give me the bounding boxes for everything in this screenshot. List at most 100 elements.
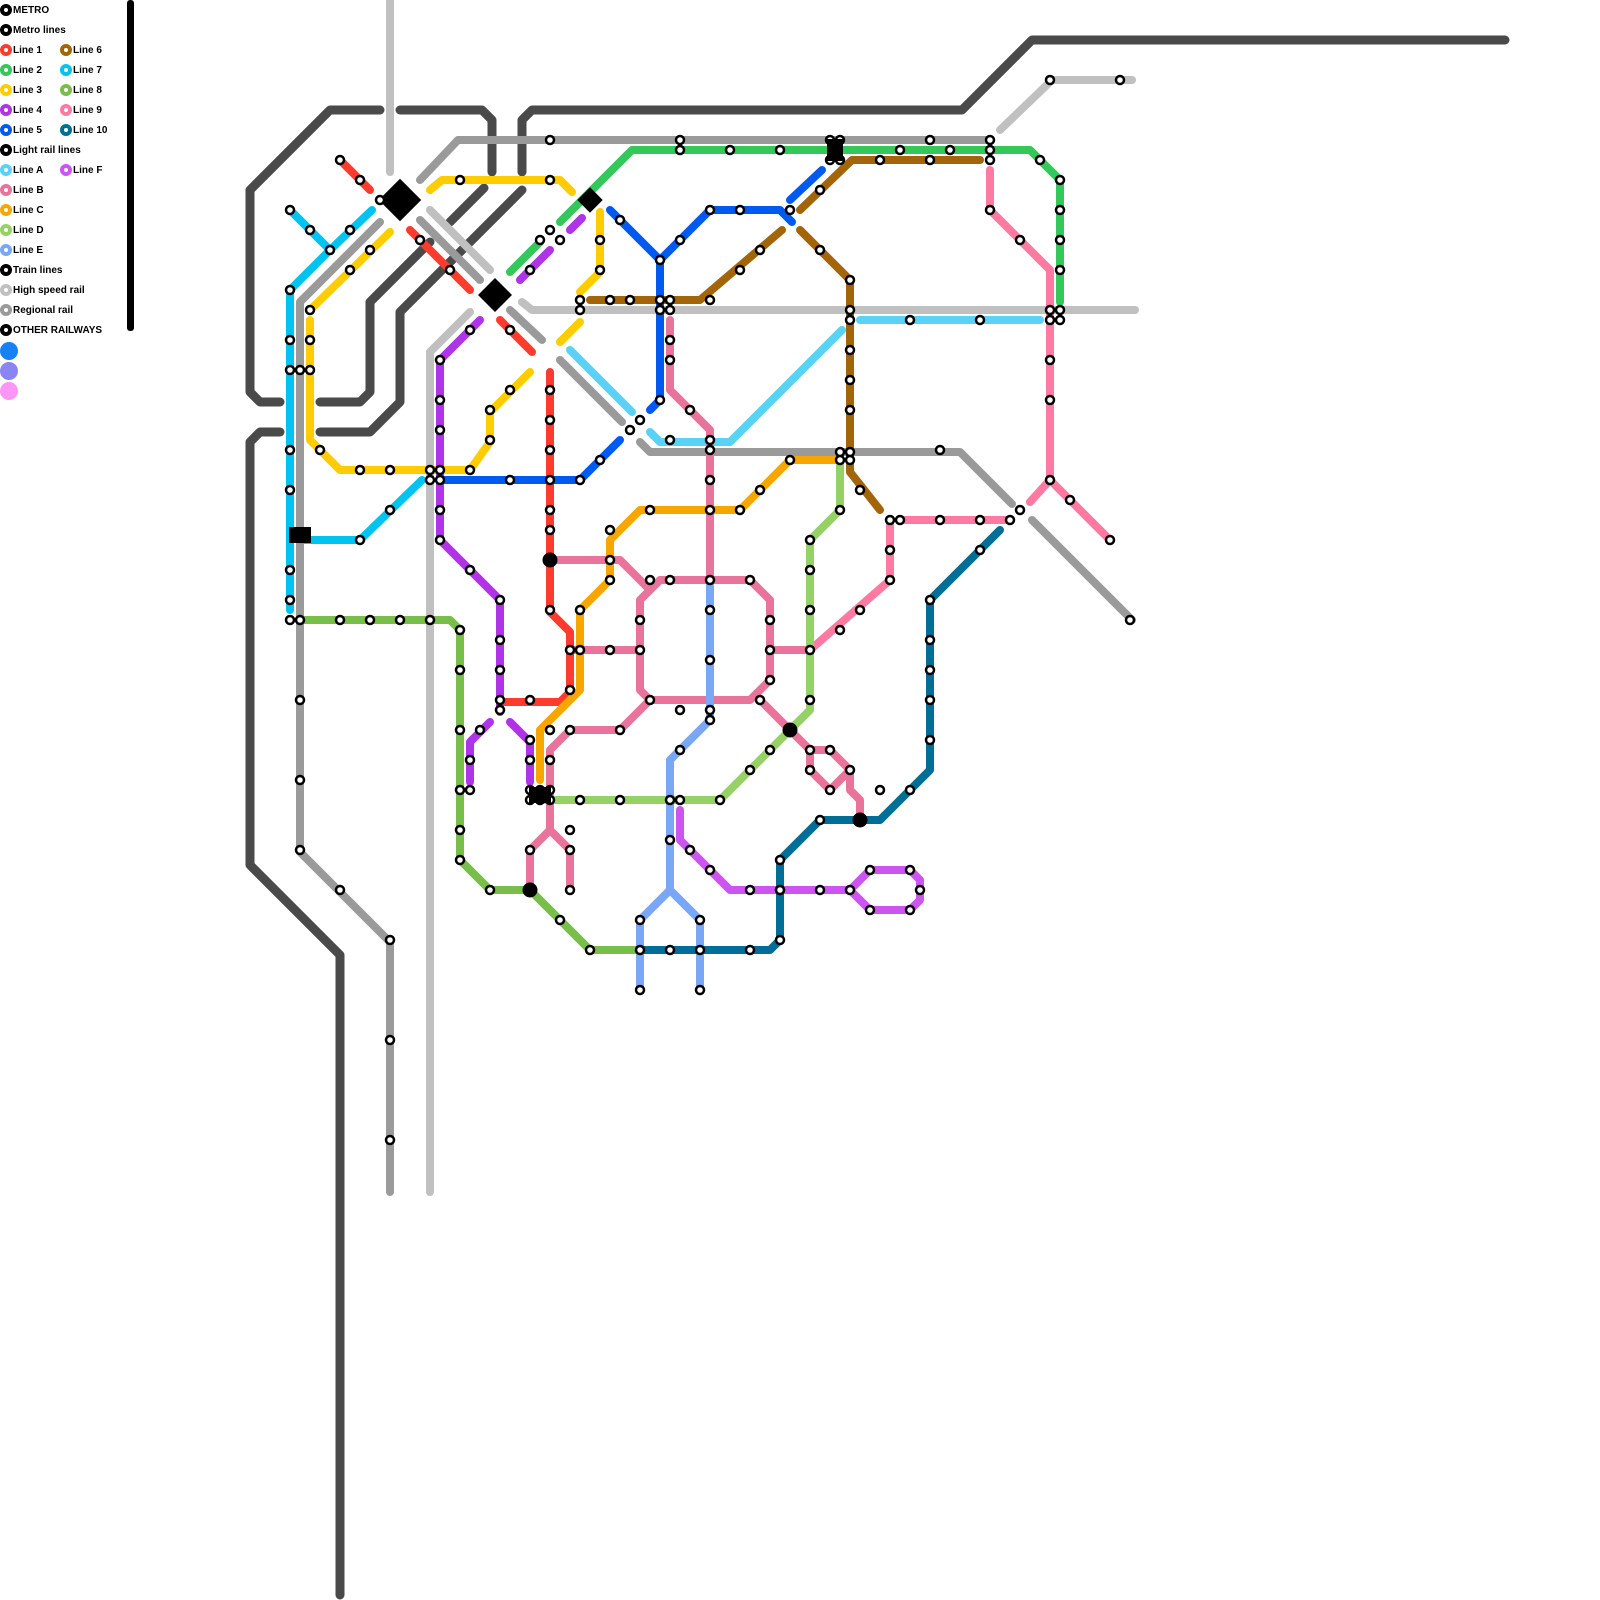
station-marker[interactable] — [286, 486, 294, 494]
station-marker[interactable] — [336, 886, 344, 894]
station-marker[interactable] — [946, 146, 954, 154]
station-marker[interactable] — [586, 946, 594, 954]
station-marker[interactable] — [646, 696, 654, 704]
station-marker[interactable] — [846, 406, 854, 414]
station-marker[interactable] — [566, 886, 574, 894]
station-marker[interactable] — [854, 814, 866, 826]
station-marker[interactable] — [1036, 156, 1044, 164]
station-marker[interactable] — [906, 866, 914, 874]
station-marker[interactable] — [926, 636, 934, 644]
station-marker[interactable] — [336, 156, 344, 164]
station-marker[interactable] — [846, 456, 854, 464]
station-marker[interactable] — [936, 446, 944, 454]
station-marker[interactable] — [496, 666, 504, 674]
station-marker[interactable] — [836, 456, 844, 464]
station-marker[interactable] — [706, 446, 714, 454]
station-marker[interactable] — [456, 726, 464, 734]
station-marker[interactable] — [706, 506, 714, 514]
station-marker[interactable] — [496, 696, 504, 704]
station-marker[interactable] — [436, 396, 444, 404]
station-marker[interactable] — [876, 156, 884, 164]
interchange-block[interactable] — [529, 787, 551, 803]
station-marker[interactable] — [676, 236, 684, 244]
station-marker[interactable] — [666, 796, 674, 804]
station-marker[interactable] — [706, 706, 714, 714]
station-marker[interactable] — [476, 726, 484, 734]
station-marker[interactable] — [526, 736, 534, 744]
station-marker[interactable] — [576, 796, 584, 804]
station-marker[interactable] — [1046, 476, 1054, 484]
station-marker[interactable] — [756, 486, 764, 494]
station-marker[interactable] — [296, 366, 304, 374]
station-marker[interactable] — [926, 136, 934, 144]
station-marker[interactable] — [386, 1136, 394, 1144]
station-marker[interactable] — [916, 886, 924, 894]
station-marker[interactable] — [606, 646, 614, 654]
station-marker[interactable] — [366, 246, 374, 254]
station-marker[interactable] — [596, 236, 604, 244]
station-marker[interactable] — [756, 246, 764, 254]
station-marker[interactable] — [436, 356, 444, 364]
station-marker[interactable] — [576, 606, 584, 614]
station-marker[interactable] — [426, 476, 434, 484]
station-marker[interactable] — [436, 466, 444, 474]
station-marker[interactable] — [526, 696, 534, 704]
station-marker[interactable] — [836, 506, 844, 514]
station-marker[interactable] — [316, 446, 324, 454]
station-marker[interactable] — [546, 476, 554, 484]
station-marker[interactable] — [296, 616, 304, 624]
station-marker[interactable] — [806, 746, 814, 754]
station-marker[interactable] — [506, 386, 514, 394]
station-marker[interactable] — [986, 136, 994, 144]
station-marker[interactable] — [616, 216, 624, 224]
station-marker[interactable] — [346, 226, 354, 234]
station-marker[interactable] — [356, 176, 364, 184]
station-marker[interactable] — [886, 516, 894, 524]
station-marker[interactable] — [706, 576, 714, 584]
station-marker[interactable] — [676, 796, 684, 804]
station-marker[interactable] — [846, 376, 854, 384]
station-marker[interactable] — [606, 576, 614, 584]
station-marker[interactable] — [576, 296, 584, 304]
station-marker[interactable] — [1046, 396, 1054, 404]
station-marker[interactable] — [466, 566, 474, 574]
station-marker[interactable] — [466, 466, 474, 474]
station-marker[interactable] — [706, 296, 714, 304]
station-marker[interactable] — [636, 646, 644, 654]
station-marker[interactable] — [286, 446, 294, 454]
station-marker[interactable] — [766, 616, 774, 624]
station-marker[interactable] — [686, 406, 694, 414]
station-marker[interactable] — [466, 786, 474, 794]
station-marker[interactable] — [816, 886, 824, 894]
station-marker[interactable] — [866, 906, 874, 914]
station-marker[interactable] — [756, 696, 764, 704]
station-marker[interactable] — [776, 856, 784, 864]
station-marker[interactable] — [636, 986, 644, 994]
station-marker[interactable] — [306, 336, 314, 344]
station-marker[interactable] — [1006, 516, 1014, 524]
station-marker[interactable] — [496, 596, 504, 604]
station-marker[interactable] — [666, 576, 674, 584]
station-marker[interactable] — [556, 236, 564, 244]
station-marker[interactable] — [816, 246, 824, 254]
station-marker[interactable] — [766, 746, 774, 754]
station-marker[interactable] — [286, 366, 294, 374]
station-marker[interactable] — [706, 716, 714, 724]
station-marker[interactable] — [546, 386, 554, 394]
station-marker[interactable] — [976, 316, 984, 324]
station-marker[interactable] — [286, 616, 294, 624]
station-marker[interactable] — [1046, 76, 1054, 84]
station-marker[interactable] — [616, 726, 624, 734]
station-marker[interactable] — [816, 816, 824, 824]
station-marker[interactable] — [416, 236, 424, 244]
station-marker[interactable] — [436, 536, 444, 544]
station-marker[interactable] — [526, 266, 534, 274]
station-marker[interactable] — [1066, 496, 1074, 504]
station-marker[interactable] — [396, 616, 404, 624]
interchange-hub[interactable] — [478, 278, 512, 312]
station-marker[interactable] — [776, 146, 784, 154]
station-marker[interactable] — [1046, 306, 1054, 314]
station-marker[interactable] — [286, 596, 294, 604]
station-marker[interactable] — [466, 756, 474, 764]
station-marker[interactable] — [456, 626, 464, 634]
